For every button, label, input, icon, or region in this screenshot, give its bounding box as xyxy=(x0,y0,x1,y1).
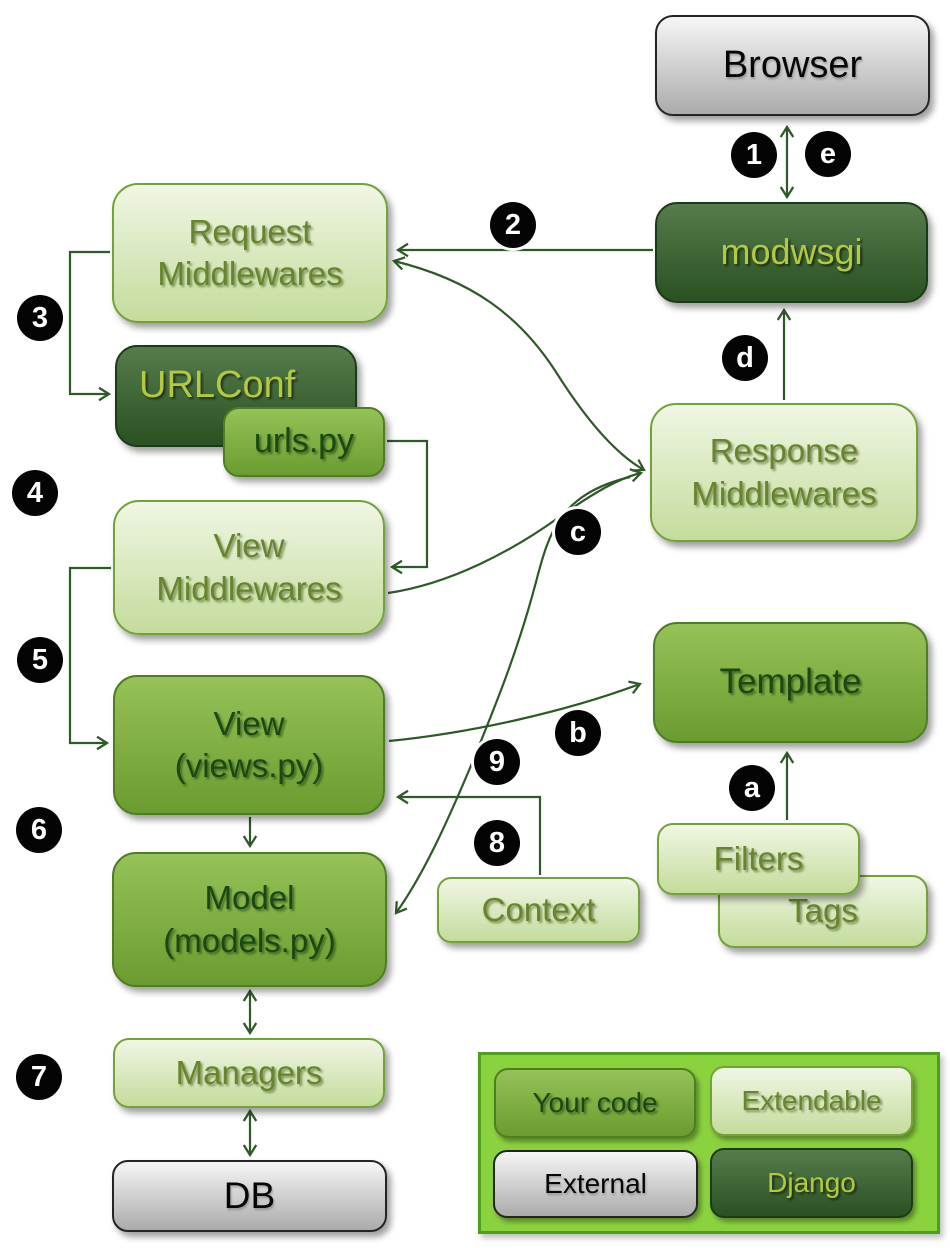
node-view-middlewares: View Middlewares xyxy=(113,500,385,635)
badge-step-4: 4 xyxy=(12,470,58,516)
node-db: DB xyxy=(112,1160,387,1232)
legend-item-extendable: Extendable xyxy=(710,1066,913,1136)
badge-step-c: c xyxy=(555,509,601,555)
legend-item-django: Django xyxy=(710,1148,913,1218)
node-filters: Filters xyxy=(657,823,860,895)
edge-4-urlspy-to-view-middlewares xyxy=(387,439,429,575)
badge-step-1: 1 xyxy=(731,132,777,178)
badge-step-2: 2 xyxy=(490,202,536,248)
badge-step-9: 9 xyxy=(474,739,520,785)
node-view: View (views.py) xyxy=(113,675,385,815)
node-response-middlewares: Response Middlewares xyxy=(650,403,918,542)
edge-8-context-to-view xyxy=(395,789,542,875)
badge-step-6: 6 xyxy=(16,807,62,853)
node-modwsgi: modwsgi xyxy=(655,202,928,303)
badge-step-a: a xyxy=(729,765,775,811)
badge-step-7: 7 xyxy=(16,1054,62,1100)
node-model: Model (models.py) xyxy=(112,852,387,987)
edge-3-request-middlewares-to-urlconf xyxy=(68,250,112,402)
legend: Your code Extendable External Django xyxy=(478,1052,940,1234)
node-urls-py: urls.py xyxy=(223,407,385,477)
badge-step-b: b xyxy=(555,710,601,756)
node-template: Template xyxy=(653,622,928,743)
node-browser: Browser xyxy=(655,15,930,116)
badge-step-d: d xyxy=(722,335,768,381)
badge-step-e: e xyxy=(805,131,851,177)
legend-item-external: External xyxy=(493,1150,698,1218)
node-managers: Managers xyxy=(113,1038,385,1108)
legend-item-your-code: Your code xyxy=(494,1068,696,1138)
node-context: Context xyxy=(437,877,640,943)
badge-step-5: 5 xyxy=(17,637,63,683)
badge-step-3: 3 xyxy=(17,295,63,341)
edge-5-view-middlewares-to-view xyxy=(68,566,111,751)
edge-c-view-middlewares-to-response-middlewares xyxy=(387,468,644,595)
edge-c-request-middlewares-to-response-middlewares xyxy=(391,256,646,472)
node-request-middlewares: Request Middlewares xyxy=(112,183,388,323)
edge-b-view-to-template xyxy=(388,680,642,743)
badge-step-8: 8 xyxy=(474,820,520,866)
